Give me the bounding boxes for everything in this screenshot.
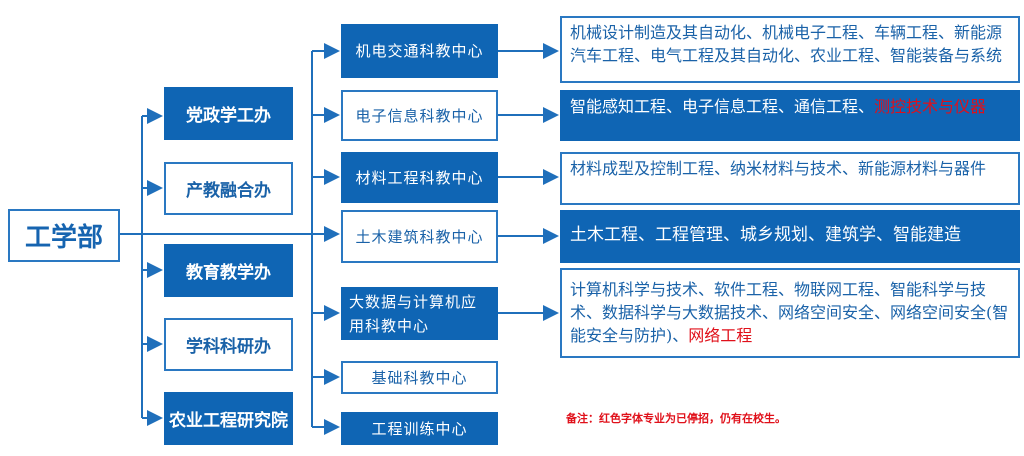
center-foundation: 基础科教中心 [341, 361, 498, 394]
office-party-admin: 党政学工办 [164, 87, 293, 140]
majors-text: 土木工程、工程管理、城乡规划、建筑学、智能建造 [570, 225, 961, 245]
root-node: 工学部 [8, 209, 120, 262]
office-industry-education: 产教融合办 [164, 162, 293, 215]
majors-text: 计算机科学与技术、软件工程、物联网工程、智能科学与技术、数据科学与大数据技术、网… [570, 280, 1009, 345]
center-bigdata: 大数据与计算机应用科教中心 [341, 287, 498, 340]
office-research: 学科科研办 [164, 318, 293, 371]
center-training: 工程训练中心 [341, 412, 498, 445]
center-materials: 材料工程科教中心 [341, 152, 498, 203]
majors-electronics: 智能感知工程、电子信息工程、通信工程、测控技术与仪器 [560, 90, 1020, 141]
majors-civil: 土木工程、工程管理、城乡规划、建筑学、智能建造 [560, 210, 1020, 263]
discontinued-major: 网络工程 [688, 326, 753, 345]
majors-electromechanical: 机械设计制造及其自动化、机械电子工程、车辆工程、新能源汽车工程、电气工程及其自动… [560, 16, 1020, 83]
majors-text: 智能感知工程、电子信息工程、通信工程、 [570, 97, 875, 116]
majors-text: 机械设计制造及其自动化、机械电子工程、车辆工程、新能源汽车工程、电气工程及其自动… [570, 23, 1003, 65]
discontinued-major: 测控技术与仪器 [874, 97, 987, 116]
office-teaching: 教育教学办 [164, 244, 293, 297]
majors-materials: 材料成型及控制工程、纳米材料与技术、新能源材料与器件 [560, 152, 1020, 205]
center-electronics: 电子信息科教中心 [341, 90, 498, 141]
majors-text-group: 智能感知工程、电子信息工程、通信工程、测控技术与仪器 [570, 95, 986, 118]
majors-bigdata: 计算机科学与技术、软件工程、物联网工程、智能科学与技术、数据科学与大数据技术、网… [560, 268, 1020, 358]
center-civil: 土木建筑科教中心 [341, 210, 498, 263]
majors-text: 材料成型及控制工程、纳米材料与技术、新能源材料与器件 [570, 159, 987, 178]
majors-text-group: 计算机科学与技术、软件工程、物联网工程、智能科学与技术、数据科学与大数据技术、网… [570, 278, 1010, 347]
center-electromechanical: 机电交通科教中心 [341, 24, 498, 78]
footnote: 备注：红色字体专业为已停招，仍有在校生。 [566, 412, 786, 425]
office-agri-institute: 农业工程研究院 [164, 392, 293, 445]
